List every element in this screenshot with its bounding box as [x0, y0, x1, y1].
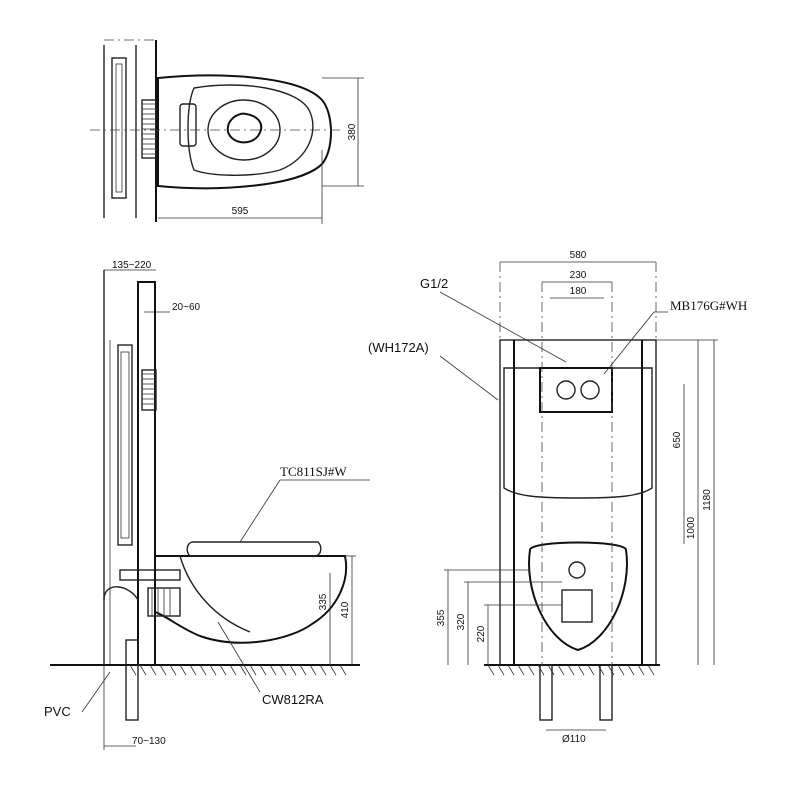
side-outlet-hatch: [151, 588, 171, 616]
front-flush-button-right: [580, 380, 600, 400]
front-drain-diameter: Ø110: [562, 734, 586, 745]
side-outlet-range: 70~130: [132, 736, 166, 747]
top-view: 595 380: [90, 39, 364, 224]
front-plate-leader: [603, 311, 655, 375]
side-bowl-inner: [179, 555, 251, 633]
front-frame-label: (WH172A): [368, 340, 429, 355]
front-flush-button-left: [556, 380, 576, 400]
side-view: 135~220 20~60: [44, 260, 370, 750]
front-320-dim: 320: [456, 613, 467, 630]
front-supply: [568, 561, 586, 579]
side-pvc-leader: [81, 671, 111, 713]
front-inner-dim: 180: [570, 286, 587, 297]
front-tank: [503, 367, 653, 499]
side-bowl: [154, 555, 347, 644]
side-floor-hatch: [129, 664, 347, 676]
top-seat: [187, 84, 314, 176]
front-width-dim: 580: [570, 250, 587, 261]
side-bowl-leader: [217, 621, 261, 693]
top-depth-dim: 380: [347, 123, 358, 140]
side-frame-column: [137, 281, 156, 666]
front-plate-label: MB176G#WH: [670, 298, 747, 313]
top-width-dim: 595: [232, 206, 249, 217]
side-seat-leader: [239, 479, 281, 543]
front-frame-leader: [439, 355, 499, 401]
front-355-dim: 355: [436, 609, 447, 626]
side-outlet-height: 335: [318, 593, 329, 610]
side-offset-dim: 20~60: [172, 302, 201, 313]
front-supply-label: G1/2: [420, 276, 448, 291]
top-bowl-outline: [157, 74, 332, 190]
front-220-dim: 220: [476, 625, 487, 642]
side-flush-plate: [141, 369, 157, 411]
front-bolt-dim: 230: [570, 270, 587, 281]
front-mount-dim: 1000: [686, 516, 697, 539]
top-flange-hatch: [142, 103, 156, 155]
front-tank-dim: 650: [672, 431, 683, 448]
top-frame-inner: [115, 63, 123, 193]
front-supply-leader: [439, 291, 567, 363]
front-drain-pipe: [599, 664, 613, 721]
side-pvc-label: PVC: [44, 704, 71, 719]
front-flush-plate: [539, 367, 613, 413]
top-drain: [226, 112, 263, 144]
side-drain-pipe: [125, 639, 139, 721]
side-frame-bracket: [117, 344, 133, 546]
side-supply-pipe: [119, 569, 181, 581]
front-frame: [499, 339, 657, 666]
front-bowl: [528, 541, 628, 652]
side-frame-bracket-inner: [120, 351, 130, 539]
top-frame-bracket: [111, 57, 127, 199]
top-hinge: [179, 103, 197, 147]
side-rim-height: 410: [340, 601, 351, 618]
side-seat: [186, 541, 322, 557]
front-floor-hatch: [487, 664, 655, 676]
front-frame-dim: 1180: [702, 489, 713, 511]
front-view: Ø110 580 230 180 650 1000 1180 355 320 2…: [368, 250, 747, 745]
side-seat-label: TC811SJ#W: [280, 464, 347, 479]
front-outlet: [561, 589, 593, 623]
side-drain-bend: [103, 586, 139, 601]
side-wall-dim: 135~220: [112, 260, 152, 271]
front-drain-pipe: [539, 664, 553, 721]
side-flush-hatch: [142, 373, 156, 405]
side-bowl-label: CW812RA: [262, 692, 324, 707]
